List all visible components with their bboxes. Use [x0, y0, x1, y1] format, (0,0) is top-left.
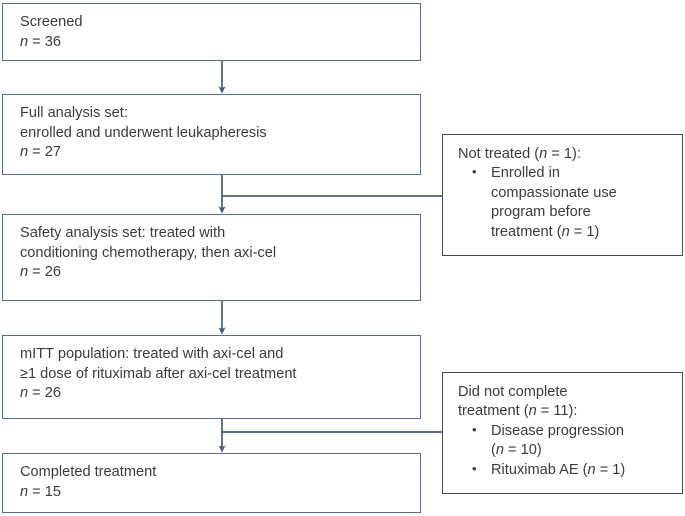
- bullet-subline-1: Disease progression: [491, 422, 625, 439]
- did-not-complete-heading-line-2: treatment (n = 11):: [458, 402, 682, 421]
- node-full-line-2: enrolled and underwent leukapheresis: [20, 124, 267, 141]
- italic-n: n: [528, 403, 537, 420]
- count-value: 26: [44, 385, 61, 402]
- node-completed-treatment: Completed treatment n = 15: [2, 453, 421, 513]
- list-item: Enrolled in compassionate use program be…: [472, 163, 682, 242]
- did-not-complete-bullet-list: Disease progression (n = 10) Rituximab A…: [458, 421, 682, 480]
- heading-post: = 11):: [536, 403, 578, 420]
- heading-pre: treatment (: [458, 403, 529, 420]
- tail-post: = 1): [595, 461, 626, 478]
- tail-post: = 1): [569, 223, 600, 240]
- tail-post: = 10): [504, 442, 542, 459]
- node-completed-count: n = 15: [20, 483, 61, 500]
- italic-n: n: [587, 461, 596, 478]
- list-item: Rituximab AE (n = 1): [472, 460, 682, 480]
- bullet-tail: Rituximab AE (n = 1): [491, 461, 682, 480]
- tail-pre: (: [491, 442, 496, 459]
- node-safety-line-1: Safety analysis set: treated with: [20, 225, 226, 241]
- node-mitt-population: mITT population: treated with axi-cel an…: [2, 335, 421, 419]
- bullet-tail: (n = 10): [491, 441, 682, 460]
- node-mitt-line-2: ≥1 dose of rituximab after axi-cel treat…: [20, 365, 297, 382]
- node-did-not-complete: Did not complete treatment (n = 11): Dis…: [442, 372, 683, 494]
- node-completed-line-1: Completed treatment: [20, 464, 157, 480]
- node-full-analysis-set: Full analysis set: enrolled and underwen…: [2, 94, 421, 175]
- count-value: 36: [44, 33, 61, 50]
- bullet-subline-3: program before: [491, 204, 591, 221]
- bullet-subline-1: Enrolled in: [491, 165, 560, 182]
- node-full-count: n = 27: [20, 144, 61, 161]
- node-screened: Screened n = 36: [2, 3, 421, 61]
- node-mitt-line-1: mITT population: treated with axi-cel an…: [20, 346, 284, 362]
- italic-n: n: [20, 144, 29, 161]
- node-screened-count: n = 36: [20, 33, 61, 50]
- count-value: 26: [44, 264, 61, 281]
- node-safety-analysis-set: Safety analysis set: treated with condit…: [2, 214, 421, 301]
- node-safety-line-2: conditioning chemotherapy, then axi-cel: [20, 244, 277, 261]
- tail-pre: Rituximab AE (: [491, 461, 588, 478]
- heading-post: = 1):: [547, 146, 581, 162]
- italic-n: n: [20, 385, 29, 402]
- italic-n: n: [495, 442, 504, 459]
- node-screened-line-1: Screened: [20, 14, 83, 30]
- node-not-treated: Not treated (n = 1): Enrolled in compass…: [442, 134, 683, 256]
- bullet-tail: treatment (n = 1): [491, 223, 682, 242]
- heading-pre: Not treated (: [458, 146, 540, 162]
- not-treated-heading: Not treated (n = 1):: [458, 145, 682, 164]
- node-full-line-1: Full analysis set:: [20, 105, 128, 121]
- italic-n: n: [539, 146, 548, 162]
- tail-pre: treatment (: [491, 223, 562, 240]
- list-item: Disease progression (n = 10): [472, 421, 682, 461]
- node-mitt-count: n = 26: [20, 385, 61, 402]
- bullet-subline-2: compassionate use: [491, 184, 617, 201]
- did-not-complete-heading-line-1: Did not complete: [458, 384, 568, 400]
- not-treated-bullet-list: Enrolled in compassionate use program be…: [458, 163, 682, 242]
- italic-n: n: [561, 223, 570, 240]
- count-value: 27: [44, 144, 61, 161]
- count-value: 15: [44, 483, 61, 500]
- italic-n: n: [20, 33, 29, 50]
- node-safety-count: n = 26: [20, 264, 61, 281]
- italic-n: n: [20, 264, 29, 281]
- italic-n: n: [20, 483, 29, 500]
